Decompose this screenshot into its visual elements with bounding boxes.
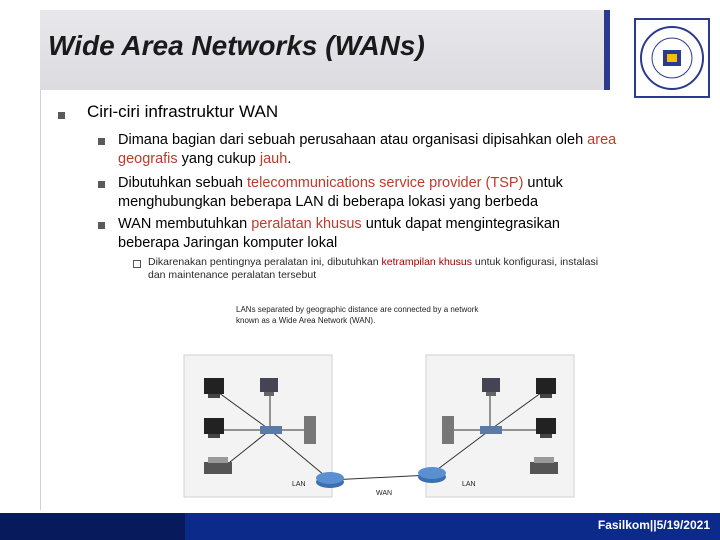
pc-icon (260, 378, 278, 396)
sub-bullet-1-text: . (287, 151, 292, 167)
switch-icon (480, 426, 502, 434)
router-icon (316, 472, 344, 488)
title-bar-accent (604, 10, 610, 90)
sub-bullet-2: Dibutuhkan sebuah telecommunications ser… (118, 174, 563, 212)
pc-icon (204, 378, 224, 398)
wan-label: WAN (376, 490, 392, 497)
pc-icon (536, 378, 556, 398)
note-text: Dikarenakan pentingnya peralatan ini, di… (148, 256, 382, 268)
sub-bullet-3-highlight: peralatan khusus (251, 216, 362, 232)
footer-accent (0, 513, 185, 540)
printer-icon (530, 457, 558, 474)
pc-icon (482, 378, 500, 396)
main-bullet: Ciri-ciri infrastruktur WAN (87, 102, 279, 121)
server-icon (442, 416, 454, 444)
bullet-marker (98, 222, 105, 229)
diagram-caption: LANs separated by geographic distance ar… (236, 305, 479, 314)
sub-bullet-1-highlight: area (587, 132, 617, 148)
sub-bullet-1-text: Dimana bagian dari sebuah perusahaan ata… (118, 132, 588, 148)
footer-text: Fasilkom||5/19/2021 (597, 518, 710, 532)
sub-bullet-1: Dimana bagian dari sebuah perusahaan ata… (118, 131, 616, 169)
bullet-marker (58, 112, 65, 119)
sub-bullet-3-text: beberapa Jaringan komputer lokal (118, 235, 338, 251)
left-divider (40, 90, 41, 510)
title-bar (40, 10, 604, 90)
router-icon (418, 467, 446, 483)
slide-title: Wide Area Networks (WANs) (48, 30, 425, 61)
pc-icon (204, 418, 224, 438)
wan-diagram: LANs separated by geographic distance ar… (183, 305, 575, 498)
bullet-marker (98, 181, 105, 188)
sub-bullet-2-text: menghubungkan beberapa LAN di beberapa l… (118, 194, 539, 210)
logo (634, 18, 710, 98)
bullet-marker (98, 138, 105, 145)
sub-bullet-1-text: yang cukup (177, 151, 260, 167)
sub-bullet-1-highlight: jauh (259, 151, 288, 167)
university-seal-icon (640, 26, 704, 90)
pc-icon (536, 418, 556, 438)
sub-bullet-3-text: untuk dapat mengintegrasikan (361, 216, 560, 232)
sub-bullet-3: WAN membutuhkan peralatan khusus untuk d… (118, 215, 560, 253)
sub-bullet-2-highlight: telecommunications service provider (TSP… (247, 175, 524, 191)
note-text: dan maintenance peralatan tersebut (148, 269, 317, 281)
sub-bullet-2-text: untuk (523, 175, 563, 191)
note-text: untuk konfigurasi, instalasi (471, 256, 599, 268)
sub-bullet-1-highlight: geografis (118, 151, 178, 167)
printer-icon (204, 457, 232, 474)
server-icon (304, 416, 316, 444)
sub-bullet-2-text: Dibutuhkan sebuah (118, 175, 247, 191)
note-highlight: ketrampilan khusus (381, 256, 472, 268)
sub-bullet-3-text: WAN membutuhkan (118, 216, 252, 232)
lan-label: LAN (292, 481, 306, 488)
switch-icon (260, 426, 282, 434)
diagram-caption: known as a Wide Area Network (WAN). (236, 316, 375, 325)
note: Dikarenakan pentingnya peralatan ini, di… (148, 256, 598, 282)
note-marker (133, 260, 141, 268)
lan-label: LAN (462, 481, 476, 488)
